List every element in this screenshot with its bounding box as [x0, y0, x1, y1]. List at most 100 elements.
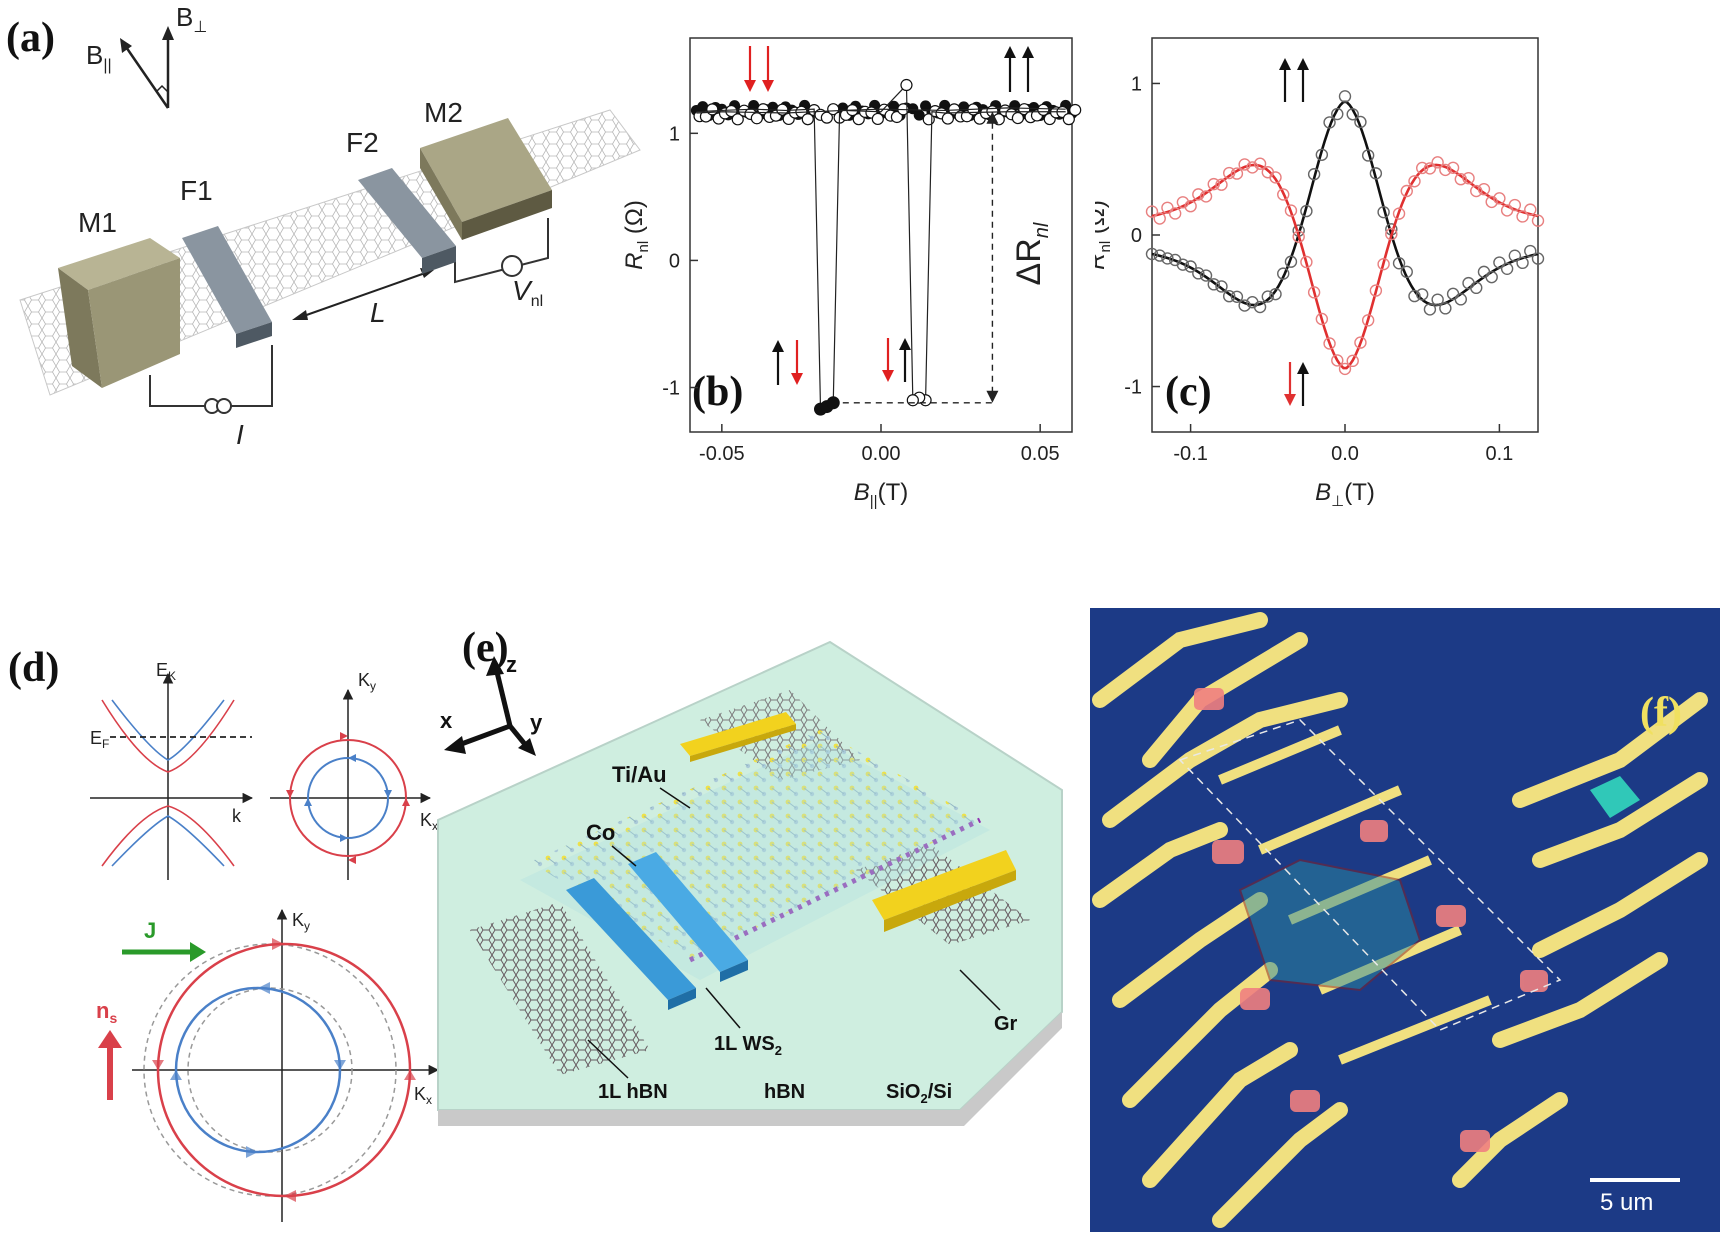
chart-c-point-red — [1292, 230, 1305, 243]
chart-c-point-red — [1176, 196, 1190, 209]
chart-c-ytick-label: -1 — [1124, 377, 1142, 399]
chart-c-point-red — [1439, 163, 1452, 177]
chart-c-point-black — [1300, 204, 1313, 218]
chart-c-point-red — [1485, 195, 1498, 209]
voltage-circuit — [454, 218, 549, 284]
graphene-flake-left — [470, 902, 650, 1075]
chart-b-ytick-label: 0 — [669, 250, 680, 272]
chart-c-point-black — [1161, 252, 1174, 265]
chart-c-point-red — [1277, 188, 1290, 201]
chart-c-point-black — [1199, 269, 1213, 282]
hbn-monolayer-label: 1L hBN — [598, 1081, 668, 1103]
chart-c-point-red — [1431, 156, 1444, 169]
gr-label: Gr — [994, 1013, 1018, 1035]
cobalt-electrode-1 — [566, 878, 696, 1010]
panel-f-micrograph: 5 um (f) — [1090, 608, 1720, 1232]
chart-b-point-open — [725, 104, 738, 118]
chart-c-point-red — [1284, 204, 1298, 217]
chart-c-point-red — [1230, 167, 1244, 180]
dispersion-plot — [90, 672, 254, 880]
current-label: I — [236, 419, 244, 450]
tiau-electrode-right — [872, 850, 1016, 932]
panel-label-f: (f) — [1640, 690, 1682, 736]
chart-b-point-open — [827, 103, 840, 116]
chart-c-point-red — [1508, 198, 1522, 212]
chart-c-fit-black — [1151, 100, 1539, 307]
chart-b-arrow-down-red-head — [744, 80, 756, 92]
flake-outline — [1238, 858, 1422, 992]
chart-c-point-red — [1184, 199, 1197, 213]
chart-c-point-black — [1500, 262, 1514, 275]
f1-electrode — [182, 226, 272, 348]
x-axis-label: x — [440, 708, 453, 733]
chart-c-point-red — [1238, 158, 1251, 171]
chart-b-point-open — [890, 110, 904, 124]
chart-c-point-red — [1477, 182, 1491, 196]
chart-c-point-black — [1215, 280, 1228, 293]
chart-c-point-black — [1524, 244, 1537, 258]
chart-c-point-black — [1508, 249, 1522, 262]
chart-c-point-red — [1354, 336, 1367, 349]
chart-b-frame — [689, 37, 1073, 433]
m2-electrode — [420, 118, 552, 240]
m1-label: M1 — [78, 207, 117, 238]
ws2-layer — [530, 730, 980, 960]
chart-c-point-red — [1392, 207, 1406, 220]
tiau-label: Ti/Au — [612, 762, 667, 787]
chart-c-point-red — [1253, 157, 1267, 170]
scale-label: 5 um — [1600, 1189, 1653, 1216]
chart-b-point-filled — [826, 396, 840, 410]
m1-electrode — [58, 238, 180, 388]
chart-b-arrow-up-black-head — [1022, 46, 1034, 58]
chart-c-point-red — [1493, 192, 1506, 205]
chart-c-point-black — [1277, 267, 1290, 280]
chart-b-point-filled — [697, 101, 709, 113]
chart-b-point-open — [801, 113, 814, 126]
chart-b-arrow-down-red-head — [882, 370, 894, 382]
j-label: J — [144, 918, 156, 943]
panel-label-a: (a) — [6, 15, 55, 61]
kx-label: Kx — [420, 810, 438, 833]
chart-c-point-red — [1454, 173, 1468, 186]
chart-b-delta-head — [986, 390, 999, 403]
chart-c-point-black — [1354, 115, 1367, 129]
chart-c-point-black — [1377, 205, 1390, 219]
chart-c-point-black — [1230, 290, 1244, 303]
chart-c-arrow-up-black-head — [1279, 58, 1291, 70]
chart-b-point-open — [871, 112, 884, 126]
chart-b-point-open — [906, 394, 919, 407]
panel-label-e: (e) — [462, 625, 509, 671]
chart-c-point-black — [1269, 287, 1282, 301]
gold-leads — [1092, 612, 1708, 1228]
co-label: Co — [586, 820, 615, 845]
ky2-label: Ky — [292, 910, 310, 933]
chart-c-point-black — [1176, 258, 1190, 271]
kx2-label: Kx — [414, 1084, 432, 1107]
chart-b-xtick-label: -0.05 — [699, 443, 745, 465]
chart-b-point-filled — [913, 109, 925, 121]
b-perp-label: B⊥ — [176, 2, 207, 36]
chart-c-arrow-up-black-head — [1297, 58, 1309, 70]
chart-c-ylabel: Rnl (Ω) — [1095, 200, 1114, 270]
f2-label: F2 — [346, 127, 379, 158]
chart-c-point-red — [1215, 178, 1228, 191]
chart-c-point-red — [1377, 257, 1390, 271]
k-label: k — [232, 806, 242, 826]
panel-label-d: (d) — [8, 645, 60, 691]
chart-c-point-black — [1493, 256, 1506, 269]
chart-c-ytick-label: 1 — [1131, 73, 1142, 95]
chart-c-point-black — [1470, 281, 1483, 295]
chart-b-xtick-label: 0.05 — [1021, 443, 1060, 465]
ef-label: EF — [90, 728, 109, 751]
chart-c-point-black — [1415, 288, 1429, 301]
chart-c-point-black — [1192, 267, 1205, 280]
ky-label: Ky — [358, 670, 376, 693]
f2-electrode — [358, 168, 456, 274]
chart-c-point-red — [1246, 161, 1259, 174]
ws2-label: 1L WS2 — [714, 1033, 782, 1058]
xyz-axes — [444, 656, 536, 756]
chart-c-point-black — [1284, 255, 1298, 268]
hbn-monolayer — [520, 740, 990, 980]
chart-b-ylabel: Rnl (Ω) — [621, 200, 652, 270]
